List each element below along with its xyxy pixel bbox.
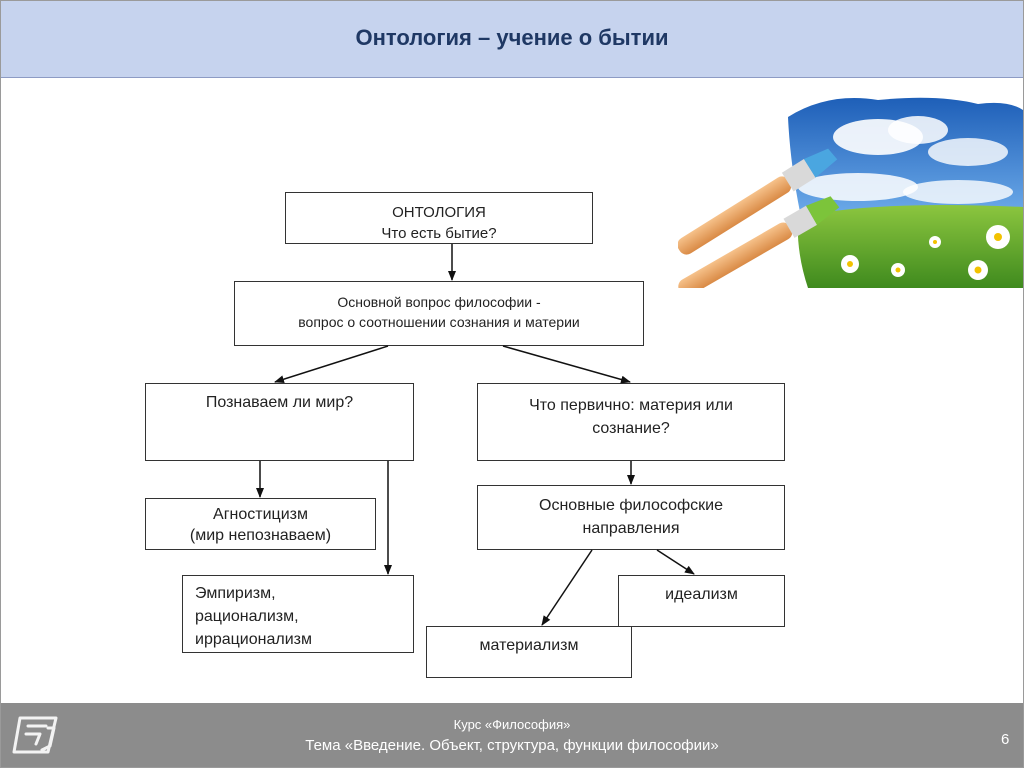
agnosticism-note: (мир непознаваем) — [189, 527, 332, 544]
agnosticism-box: Агностицизм (мир непознаваем) — [145, 498, 376, 550]
materialism-box: материализм — [426, 626, 632, 678]
slide-footer: Курс «Философия» Тема «Введение. Объект,… — [1, 703, 1023, 767]
primary-box: Что первично: материя или сознание? — [477, 383, 785, 461]
knowable-question: Познаваем ли мир? — [205, 394, 354, 411]
directions-box: Основные философские направления — [477, 485, 785, 550]
footer-course: Курс «Философия» — [453, 717, 571, 732]
main-question-line2: вопрос о соотношении сознания и материи — [298, 314, 580, 330]
idealism-label: идеализм — [665, 586, 738, 603]
primary-line2: сознание? — [592, 420, 670, 437]
primary-line1: Что первично: материя или — [529, 397, 733, 414]
slide-header: Онтология – учение о бытии — [1, 1, 1023, 78]
knowable-box: Познаваем ли мир? — [145, 383, 414, 461]
ontology-box: ОНТОЛОГИЯ Что есть бытие? — [285, 192, 593, 244]
arrow-question-to-knowable — [274, 345, 389, 384]
arrow-directions-to-materialism — [541, 549, 593, 626]
painting-brushes-image — [678, 97, 1023, 288]
agnosticism-title: Агностицизм — [213, 506, 308, 523]
slide-title: Онтология – учение о бытии — [355, 25, 669, 50]
materialism-label: материализм — [479, 637, 579, 654]
course-logo-icon — [12, 716, 58, 754]
main-question-line1: Основной вопрос философии - — [337, 294, 541, 310]
empiricism-line1: Эмпиризм, — [195, 585, 276, 602]
directions-line2: направления — [582, 520, 680, 537]
idealism-box: идеализм — [618, 575, 785, 627]
arrow-directions-to-idealism — [656, 549, 695, 575]
main-question-box: Основной вопрос философии - вопрос о соо… — [234, 281, 644, 346]
empiricism-line2: рационализм, — [195, 608, 299, 625]
empiricism-box: Эмпиризм, рационализм, иррационализм — [182, 575, 414, 653]
page-number: 6 — [1001, 731, 1010, 748]
arrow-question-to-primary — [502, 345, 631, 384]
ontology-question: Что есть бытие? — [381, 225, 497, 242]
directions-line1: Основные философские — [539, 497, 723, 514]
empiricism-line3: иррационализм — [195, 631, 312, 648]
ontology-title: ОНТОЛОГИЯ — [392, 204, 486, 221]
footer-topic: Тема «Введение. Объект, структура, функц… — [305, 737, 719, 754]
